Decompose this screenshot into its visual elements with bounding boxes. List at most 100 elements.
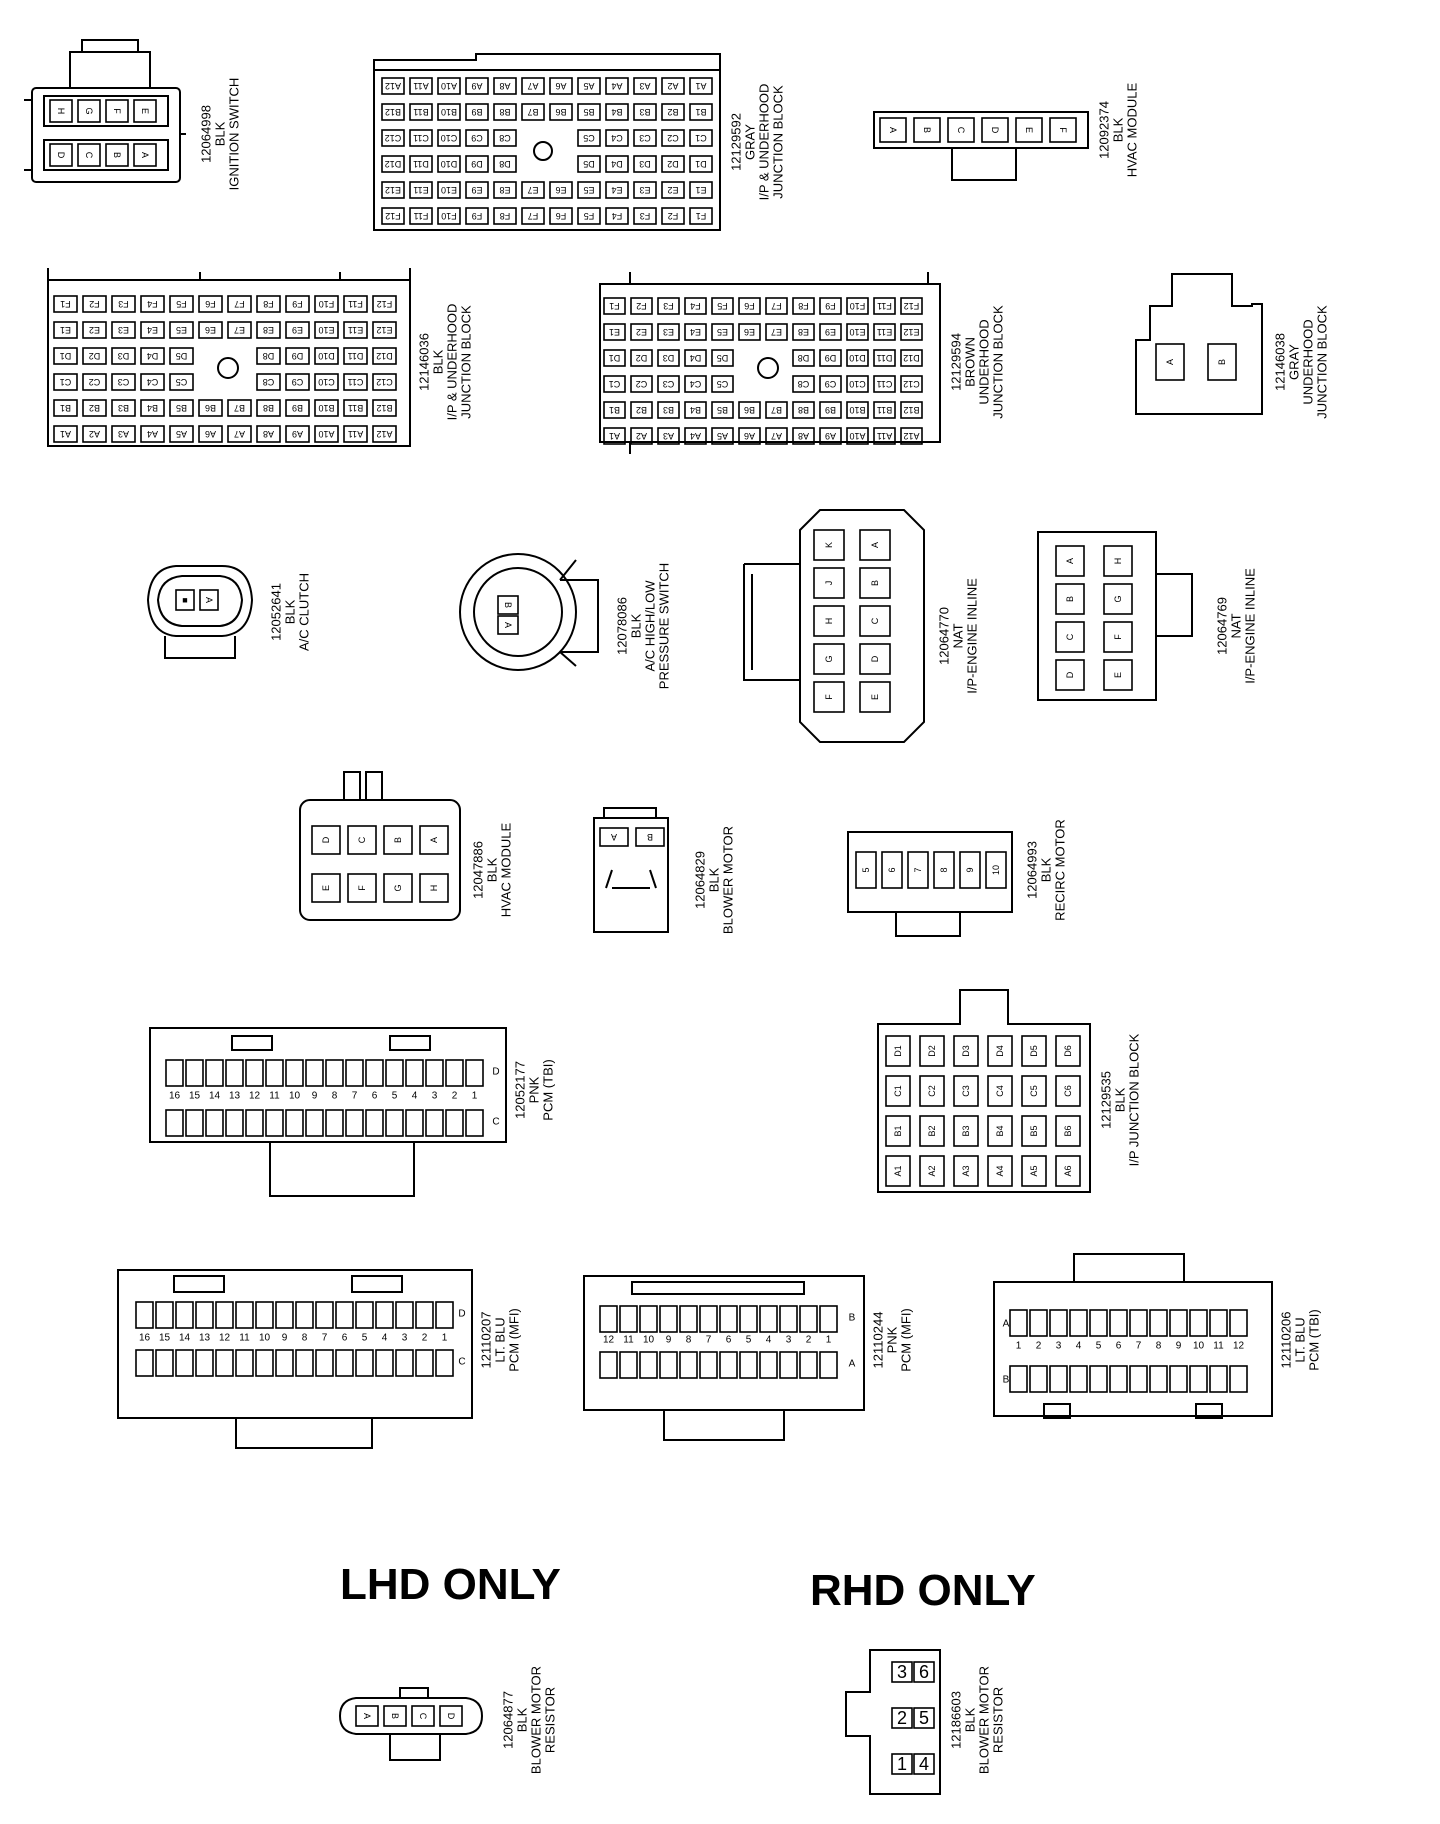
pin-label: E xyxy=(1024,127,1034,133)
cavity-label: E5 xyxy=(583,185,594,195)
cavity-label: A3 xyxy=(639,81,650,91)
connector-label-line: A/C CLUTCH xyxy=(297,573,312,651)
cavity-label-cell xyxy=(661,77,685,95)
cavity-label: A5 xyxy=(717,431,728,441)
cavity-label: C3 xyxy=(118,377,130,387)
cavity-label-cell xyxy=(140,321,165,339)
cavity-label: E2 xyxy=(667,185,678,195)
cavity-cell xyxy=(599,1351,618,1379)
pin-label: C xyxy=(357,836,367,843)
connector-label-line: BLK xyxy=(963,1707,978,1732)
cavity-cell xyxy=(395,1349,414,1377)
cavity-label: F1 xyxy=(60,299,71,309)
cavity-label: B11 xyxy=(348,403,363,413)
cavity-cell xyxy=(799,1351,818,1379)
cavity-label-cell xyxy=(169,321,194,339)
pin-label: H xyxy=(1113,558,1123,565)
cavity-label: B1 xyxy=(609,405,620,415)
cavity-label: F4 xyxy=(690,301,701,311)
cavity-label-cell xyxy=(630,375,653,393)
cavity-label: C4 xyxy=(690,379,702,389)
cavity-label-cell xyxy=(140,425,165,443)
cavity-label-cell xyxy=(381,77,405,95)
row-label: A xyxy=(849,1359,856,1370)
cavity-label: B4 xyxy=(147,403,158,413)
cavity-label-cell xyxy=(577,207,601,225)
cavity-label: D10 xyxy=(318,351,335,361)
cavity-cell xyxy=(1029,1309,1048,1337)
pin-label: 9 xyxy=(965,867,975,872)
cavity-label-cell xyxy=(82,295,107,313)
connector-label-line: HVAC MODULE xyxy=(499,822,514,917)
cavity-label-cell xyxy=(409,207,433,225)
pin-label: B xyxy=(503,602,513,608)
cavity-cell xyxy=(215,1301,234,1329)
cavity-cell xyxy=(255,1301,274,1329)
cavity-label-cell xyxy=(314,425,339,443)
cavity-label-cell xyxy=(465,155,489,173)
cavity-label: D1 xyxy=(893,1045,903,1057)
cavity-cell xyxy=(285,1109,304,1137)
pin-label-cell xyxy=(891,1707,913,1729)
cavity-label: C5 xyxy=(717,379,729,389)
cavity-label: E9 xyxy=(471,185,482,195)
connector-label-line: 12064993 xyxy=(1025,841,1040,899)
connector-label-line: 12110207 xyxy=(479,1312,494,1369)
cavity-label: F6 xyxy=(205,299,216,309)
cavity-cell xyxy=(799,1305,818,1333)
cavity-cell xyxy=(205,1109,224,1137)
pin-label-cell xyxy=(311,873,341,903)
cavity-cell xyxy=(195,1349,214,1377)
pin-number: 10 xyxy=(1193,1341,1205,1352)
cavity-label: A10 xyxy=(441,81,457,91)
pin-number: 10 xyxy=(259,1333,271,1344)
pin-number: 2 xyxy=(806,1335,812,1346)
cavity-label: F1 xyxy=(609,301,620,311)
cavity-label: A3 xyxy=(118,429,129,439)
pin-number: 1 xyxy=(1016,1341,1022,1352)
pin-label: A xyxy=(1165,359,1175,365)
cavity-label: A12 xyxy=(903,431,919,441)
cavity-label: E11 xyxy=(413,185,428,195)
cavity-cell xyxy=(659,1305,678,1333)
pin-number: 2 xyxy=(452,1091,458,1102)
cavity-label-cell xyxy=(409,77,433,95)
cavity-label: B12 xyxy=(385,107,401,117)
cavity-label-cell xyxy=(953,1035,979,1067)
cavity-label: D2 xyxy=(667,159,679,169)
cavity-label-cell xyxy=(82,373,107,391)
cavity-cell xyxy=(405,1109,424,1137)
cavity-label: A9 xyxy=(825,431,836,441)
pin-label: B xyxy=(112,152,122,158)
cavity-label: F1 xyxy=(696,211,707,221)
pin-label: D xyxy=(321,836,331,843)
cavity-label-cell xyxy=(765,323,788,341)
pin-label: D xyxy=(990,127,1000,134)
pin-number: 6 xyxy=(726,1335,732,1346)
row-label: D xyxy=(458,1309,465,1320)
pin-label-cell xyxy=(813,643,845,675)
cavity-label: B3 xyxy=(961,1125,971,1136)
pin-label-cell xyxy=(813,605,845,637)
pin-label-cell xyxy=(105,143,129,167)
cavity-label-cell xyxy=(169,295,194,313)
cavity-label: B1 xyxy=(893,1125,903,1136)
cavity-label: C4 xyxy=(147,377,159,387)
pin-number: 14 xyxy=(209,1091,221,1102)
cavity-label: E7 xyxy=(771,327,782,337)
cavity-label: A8 xyxy=(263,429,274,439)
cavity-label: B5 xyxy=(1029,1125,1039,1136)
cavity-label-cell xyxy=(1055,1035,1081,1067)
cavity-label-cell xyxy=(919,1155,945,1187)
cavity-label-cell xyxy=(82,425,107,443)
cavity-label: B8 xyxy=(263,403,274,413)
cavity-label: A1 xyxy=(60,429,71,439)
cavity-label: A9 xyxy=(471,81,482,91)
cavity-label: D2 xyxy=(927,1045,937,1057)
cavity-label: A1 xyxy=(609,431,620,441)
cavity-cell xyxy=(1209,1365,1228,1393)
cavity-cell xyxy=(245,1109,264,1137)
cavity-label: A8 xyxy=(798,431,809,441)
cavity-label-cell xyxy=(885,1115,911,1147)
cavity-label: A11 xyxy=(877,431,892,441)
